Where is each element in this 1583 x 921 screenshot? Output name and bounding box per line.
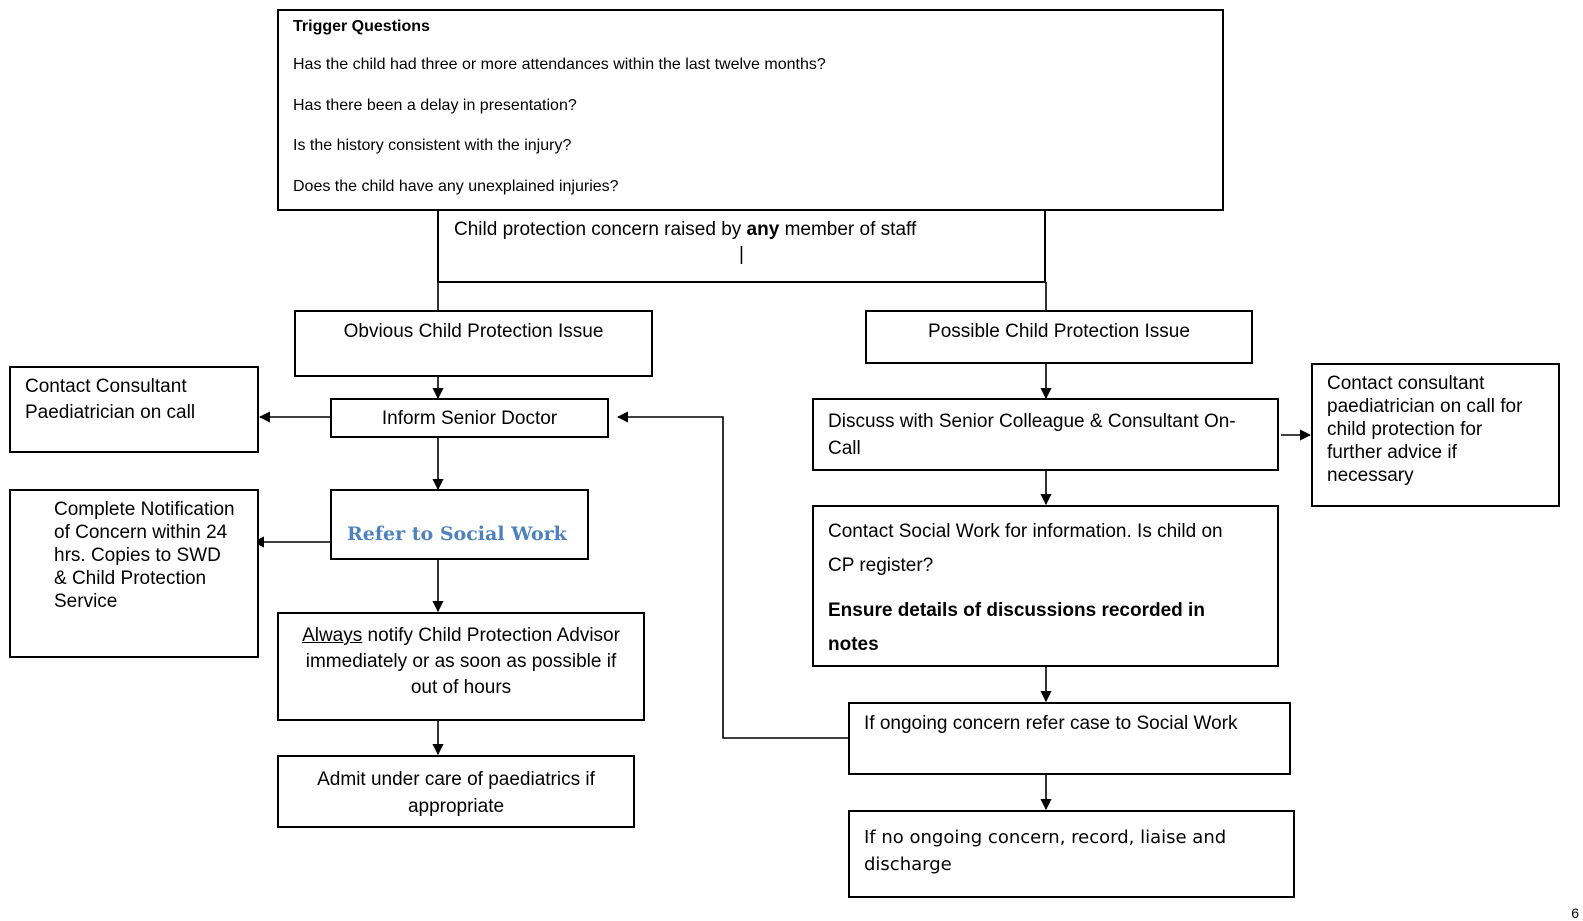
trigger-question: Has there been a delay in presentation? [293,96,577,114]
trigger-questions-box: Trigger Questions Has the child had thre… [277,9,1224,211]
contact-consultant-line: Contact Consultant [25,376,187,397]
discuss-box: Discuss with Senior Colleague & Consulta… [812,398,1279,471]
concern-text-emph: any [746,219,780,240]
complete-notification-box: Complete Notification of Concern within … [9,489,259,658]
contact-sw-bold-line: Ensure details of discussions recorded i… [828,600,1205,621]
obvious-issue-label: Obvious Child Protection Issue [343,321,604,342]
notification-line: Service [54,591,118,612]
no-ongoing-line: discharge [864,854,952,875]
contact-on-call-line: child protection for [1327,419,1483,440]
obvious-issue-box: Obvious Child Protection Issue [294,310,653,377]
contact-on-call-line: further advice if [1327,442,1457,463]
admit-line: Admit under care of paediatrics if [317,769,595,790]
ongoing-concern-label: If ongoing concern refer case to Social … [864,713,1238,734]
contact-on-call-box: Contact consultant paediatrician on call… [1311,363,1560,507]
trigger-question: Has the child had three or more attendan… [293,56,826,73]
notification-line: Complete Notification [54,499,235,520]
arrow-ongoing-to-inform [616,411,848,739]
discuss-line: Call [828,438,861,459]
no-ongoing-line: If no ongoing concern, record, liaise an… [864,827,1227,848]
contact-on-call-line: Contact consultant [1327,373,1485,394]
contact-sw-bold-line: notes [828,634,879,655]
notify-advisor-label: notify Child Protection Advisor [362,625,620,646]
possible-issue-box: Possible Child Protection Issue [865,310,1253,364]
refer-social-work-label: Refer to Social Work [347,523,567,545]
admit-line: appropriate [407,796,505,817]
contact-consultant-line: Paediatrician on call [25,402,196,423]
notification-line: & Child Protection [54,568,207,589]
trigger-question: Is the history consistent with the injur… [293,137,572,154]
notification-line: of Concern within 24 [54,522,228,543]
concern-box: Child protection concern raised by any m… [437,210,1046,283]
ongoing-concern-box: If ongoing concern refer case to Social … [848,702,1291,775]
notification-line: hrs. Copies to SWD [54,545,221,566]
contact-on-call-line: necessary [1327,465,1414,486]
discuss-line: Discuss with Senior Colleague & Consulta… [828,411,1236,432]
no-ongoing-concern-box: If no ongoing concern, record, liaise an… [848,810,1295,898]
contact-on-call-line: paediatrician on call for [1327,396,1523,417]
always-notify-box: Always notify Child Protection Advisor i… [277,612,645,721]
contact-sw-line: CP register? [828,555,934,576]
possible-issue-label: Possible Child Protection Issue [928,321,1190,342]
admit-box: Admit under care of paediatrics if appro… [277,755,635,828]
cursor-mark: | [739,244,744,265]
always-label: Always [302,625,363,646]
trigger-question: Does the child have any unexplained inju… [293,177,619,195]
inform-senior-doctor-box: Inform Senior Doctor [330,398,609,438]
concern-text-pre: Child protection concern raised by [454,219,747,240]
always-notify-line: immediately or as soon as possible if [305,651,617,672]
refer-social-work-box: Refer to Social Work [330,489,589,560]
contact-consultant-box: Contact Consultant Paediatrician on call [9,366,259,453]
page-number: 6 [1571,905,1579,921]
contact-sw-line: Contact Social Work for information. Is … [828,521,1223,542]
inform-senior-doctor-label: Inform Senior Doctor [381,408,558,429]
contact-social-work-box: Contact Social Work for information. Is … [812,505,1279,667]
always-notify-line: out of hours [410,677,512,698]
trigger-heading: Trigger Questions [293,18,430,35]
concern-text-post: member of staff [779,219,917,240]
